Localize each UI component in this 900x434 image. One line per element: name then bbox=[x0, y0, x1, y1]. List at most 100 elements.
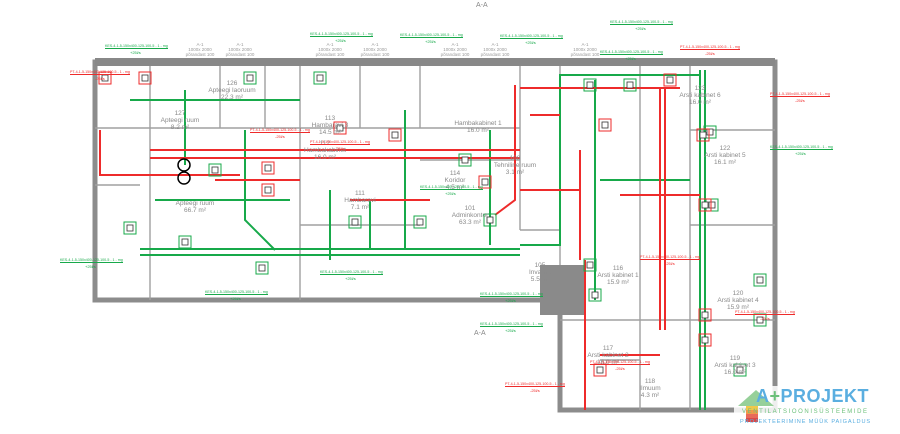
door-type: A-1 bbox=[451, 42, 459, 47]
diffuser-grille-icon bbox=[264, 164, 272, 172]
room-area: 16.1 m² bbox=[713, 159, 737, 166]
door-size: 1000x 2000 bbox=[318, 47, 342, 52]
room-no: 122 bbox=[719, 145, 731, 152]
diffuser-grille-icon bbox=[586, 261, 594, 269]
exhaust-duct-tag: PT-4-1-5-150x400-125-100-5 - 1 - mg bbox=[680, 45, 740, 50]
diffuser-grille-icon bbox=[626, 81, 634, 89]
airflow-label: -25l/s bbox=[615, 366, 625, 371]
diffuser-grille-icon bbox=[701, 311, 709, 319]
supply-diffuser bbox=[733, 363, 747, 377]
supply-duct-tag: KES-4-1-5-150x400-125-100-5 - 1 - mg bbox=[420, 185, 483, 190]
supply-duct-tag: KES-4-1-5-150x400-125-100-5 - 1 - mg bbox=[610, 20, 673, 25]
supply-duct-tag: KES-4-1-5-150x400-125-100-5 - 1 - mg bbox=[600, 50, 663, 55]
room-name: Arsti kabinet 4 bbox=[717, 297, 759, 304]
room-no: 112 bbox=[319, 140, 331, 147]
room-area: 16.0 m² bbox=[688, 99, 712, 106]
diffusers bbox=[98, 71, 767, 377]
room-name: Apteegi laoruum bbox=[208, 87, 256, 94]
logo-brand: A+PROJEKT bbox=[756, 386, 870, 406]
supply-diffuser bbox=[178, 235, 192, 249]
room-area: 8.2 m² bbox=[170, 124, 190, 131]
diffuser-grille-icon bbox=[141, 74, 149, 82]
supply-diffuser bbox=[255, 261, 269, 275]
room-area: 22.3 m² bbox=[220, 94, 244, 101]
airflow-label: +25l/s bbox=[795, 151, 806, 156]
room-name: Apteegi ruum bbox=[175, 200, 215, 207]
supply-duct-tag: KES-4-1-5-150x400-125-100-5 - 1 - mg bbox=[400, 33, 463, 38]
supply-duct-tag: KES-4-1-5-150x400-125-100-5 - 1 - mg bbox=[480, 322, 543, 327]
exhaust-ducts bbox=[99, 85, 700, 410]
exhaust-duct-tag: PT-4-1-5-150x400-125-100-5 - 1 - mg bbox=[770, 92, 830, 97]
room-area: 4.3 m² bbox=[640, 392, 660, 399]
supply-diffuser bbox=[623, 78, 637, 92]
supply-diffuser bbox=[313, 71, 327, 85]
airflow-label: +25l/s bbox=[525, 40, 536, 45]
airflow-label: +25l/s bbox=[425, 39, 436, 44]
diffuser-grille-icon bbox=[351, 218, 359, 226]
door-type: A-1 bbox=[326, 42, 334, 47]
airflow-label: +25l/s bbox=[445, 191, 456, 196]
diffuser-grille-icon bbox=[258, 264, 266, 272]
supply-duct-tag: KES-4-1-5-150x400-125-100-5 - 1 - mg bbox=[105, 44, 168, 49]
exhaust-diffuser bbox=[261, 183, 275, 197]
diffuser-grille-icon bbox=[756, 316, 764, 324]
supply-duct-tag: KES-4-1-5-150x400-125-100-5 - 1 - mg bbox=[320, 270, 383, 275]
exhaust-diffuser bbox=[478, 175, 492, 189]
supply-diffuser bbox=[208, 163, 222, 177]
door-type: A-1 bbox=[371, 42, 379, 47]
exhaust-duct bbox=[99, 130, 240, 176]
exhaust-duct bbox=[494, 85, 516, 216]
diffuser-grille-icon bbox=[591, 291, 599, 299]
diffuser-grille-icon bbox=[416, 218, 424, 226]
room-area: 16.0 m² bbox=[723, 369, 747, 376]
door-note: põrandast 100 bbox=[360, 52, 390, 57]
exhaust-diffuser bbox=[333, 121, 347, 135]
supply-duct-tag: KES-4-1-5-150x400-125-100-5 - 1 - mg bbox=[205, 290, 268, 295]
room-no: 118 bbox=[644, 378, 656, 385]
airflow-label: -25l/s bbox=[760, 316, 770, 321]
exhaust-diffuser bbox=[598, 118, 612, 132]
logo-house-icon bbox=[738, 390, 774, 422]
supply-diffuser bbox=[348, 215, 362, 229]
room-name: Apteegi ruum bbox=[160, 117, 200, 124]
diffuser-grille-icon bbox=[701, 201, 709, 209]
airflow-label: +25l/s bbox=[505, 328, 516, 333]
room-area: 4.5 m² bbox=[445, 184, 465, 191]
door-note: põrandast 100 bbox=[225, 52, 255, 57]
section-marker-top: A-A bbox=[476, 2, 488, 9]
door-note: põrandast 100 bbox=[440, 52, 470, 57]
diffuser-grille-icon bbox=[601, 121, 609, 129]
room-no: 101 bbox=[464, 205, 476, 212]
diffuser-grille-icon bbox=[701, 336, 709, 344]
airflow-label: -25l/s bbox=[705, 51, 715, 56]
room-area: 15.9 m² bbox=[606, 279, 630, 286]
airflow-label: +25l/s bbox=[130, 50, 141, 55]
room-area: 16.0 m² bbox=[466, 127, 490, 134]
diffuser-grille-icon bbox=[181, 238, 189, 246]
room-no: 114 bbox=[449, 170, 461, 177]
room-area: 14.5 m² bbox=[318, 129, 342, 136]
exhaust-diffuser bbox=[388, 128, 402, 142]
airflow-label: +25l/s bbox=[230, 296, 241, 301]
wall-hatch bbox=[95, 58, 775, 66]
exhaust-diffuser bbox=[261, 161, 275, 175]
room-name: Ilmuum bbox=[639, 385, 661, 392]
diffuser-grille-icon bbox=[708, 201, 716, 209]
room-area: 16.0 m² bbox=[313, 154, 337, 161]
airflow-label: -25l/s bbox=[530, 388, 540, 393]
exhaust-duct-tag: PT-4-1-5-150x400-125-100-5 - 1 - mg bbox=[640, 255, 700, 260]
exhaust-duct-tag: PT-4-1-5-150x400-125-100-5 - 1 - mg bbox=[250, 128, 310, 133]
